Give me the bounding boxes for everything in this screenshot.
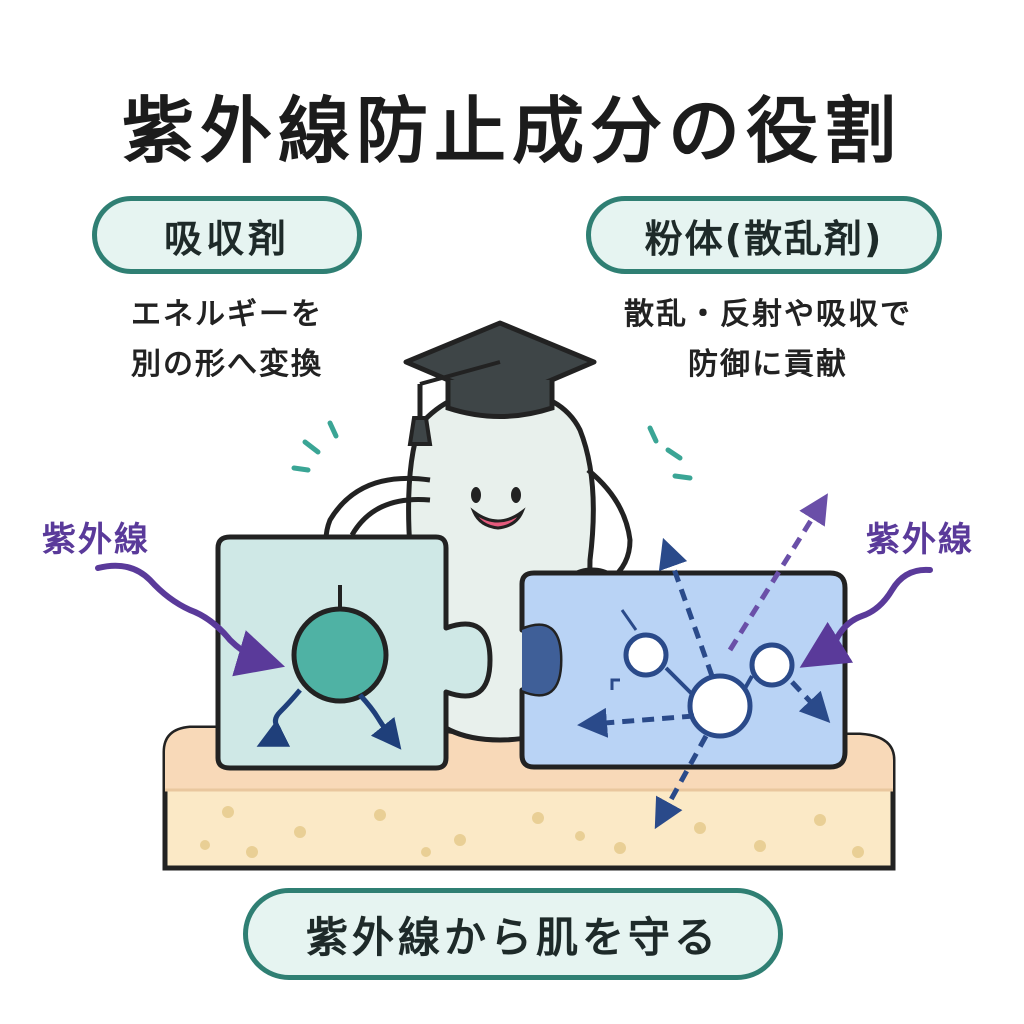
powder-puzzle-piece	[519, 493, 848, 830]
skin-protection-label: 紫外線から肌を守る	[243, 888, 783, 980]
page-title: 紫外線防止成分の役割	[121, 89, 902, 173]
absorber-description: エネルギーを 別の形へ変換	[72, 290, 382, 390]
absorber-puzzle-piece	[215, 534, 493, 771]
uv-label-left: 紫外線	[42, 520, 150, 560]
powder-description: 散乱・反射や吸収で 防御に貢献	[590, 290, 946, 390]
uv-arrow-left	[95, 562, 286, 677]
powder-label: 粉体(散乱剤)	[586, 196, 942, 274]
powder-desc-line2: 防御に貢献	[688, 347, 848, 382]
graduation-cap-icon	[403, 320, 597, 446]
powder-desc-line1: 散乱・反射や吸収で	[624, 297, 912, 332]
absorber-desc-line2: 別の形へ変換	[131, 347, 323, 382]
uv-arrow-right	[799, 566, 933, 668]
absorber-desc-line1: エネルギーを	[131, 297, 323, 332]
absorber-label: 吸収剤	[92, 196, 362, 274]
uv-label-right: 紫外線	[866, 520, 974, 560]
